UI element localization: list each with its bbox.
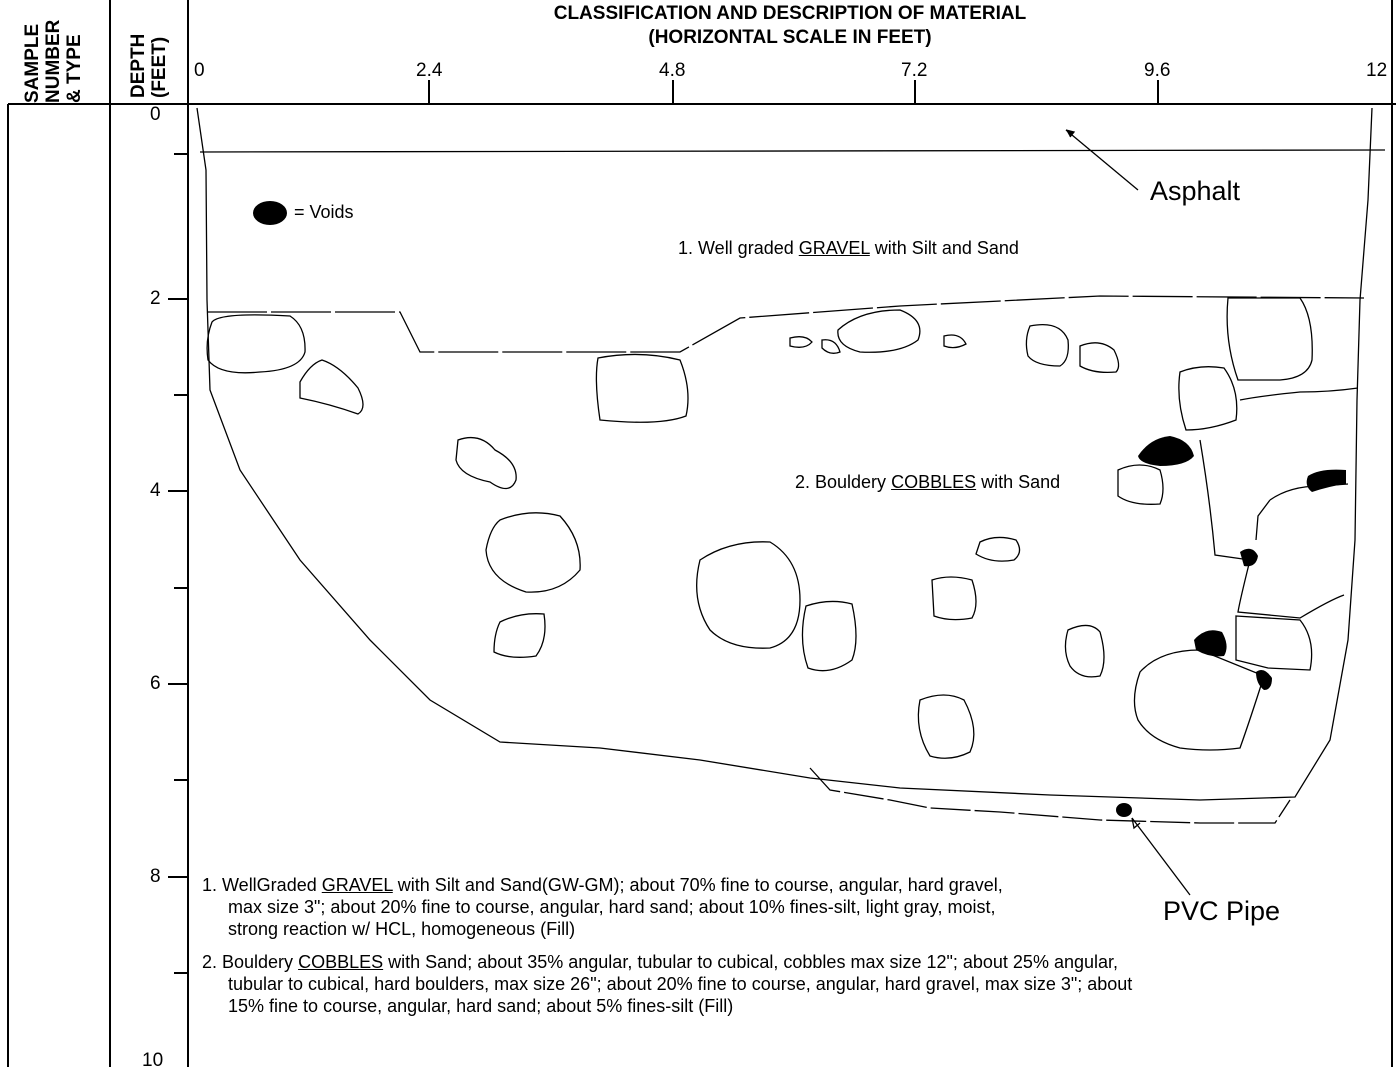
depth-label-6: 6 (150, 673, 161, 694)
depth-header: DEPTH (FEET) (128, 33, 170, 98)
pvc-arrow (1131, 817, 1191, 896)
sample-number-type-header: SAMPLE NUMBER & TYPE (22, 19, 85, 103)
voids-legend-label: = Voids (294, 202, 354, 222)
pvc-trench (809, 767, 1291, 824)
voids (253, 201, 1346, 817)
depth-label-4: 4 (150, 480, 161, 501)
pit-outline (196, 107, 1373, 801)
scale-label-2-4: 2.4 (416, 60, 443, 81)
depth-label-0: 0 (150, 104, 161, 125)
depth-label-2: 2 (150, 288, 161, 309)
layer-1-key: GRAVEL (798, 238, 870, 258)
layer-2-key: COBBLES (891, 472, 977, 492)
asphalt-arrow (1065, 129, 1139, 191)
pit-profile (196, 107, 1386, 896)
depth-scale-ticks (168, 153, 188, 974)
scale-label-7-2: 7.2 (901, 60, 928, 81)
horizontal-scale-ticks (428, 80, 1159, 104)
material-description-1: 1. WellGraded GRAVEL with Silt and Sand(… (202, 875, 1003, 939)
pvc-pipe-callout: PVC Pipe (1163, 896, 1281, 926)
asphalt-callout: Asphalt (1150, 176, 1241, 206)
layer-1-label: 1. Well graded GRAVEL with Silt and Sand (678, 238, 1019, 258)
page-title: CLASSIFICATION AND DESCRIPTION OF MATERI… (553, 3, 1027, 48)
depth-label-10: 10 (142, 1050, 164, 1071)
legend-void-icon (253, 201, 287, 225)
cobble-outlines (206, 297, 1359, 759)
scale-label-0: 0 (194, 60, 205, 81)
depth-label-8: 8 (150, 866, 161, 887)
layer-2-label: 2. Bouldery COBBLES with Sand (795, 472, 1061, 492)
scale-label-12: 12 (1366, 60, 1388, 81)
asphalt-base-line (199, 149, 1386, 153)
material-description-2: 2. Bouldery COBBLES with Sand; about 35%… (202, 952, 1133, 1016)
pvc-pipe-icon (1116, 803, 1132, 817)
layer-boundary (207, 295, 1365, 353)
scale-label-4-8: 4.8 (659, 60, 686, 81)
scale-label-9-6: 9.6 (1144, 60, 1171, 81)
